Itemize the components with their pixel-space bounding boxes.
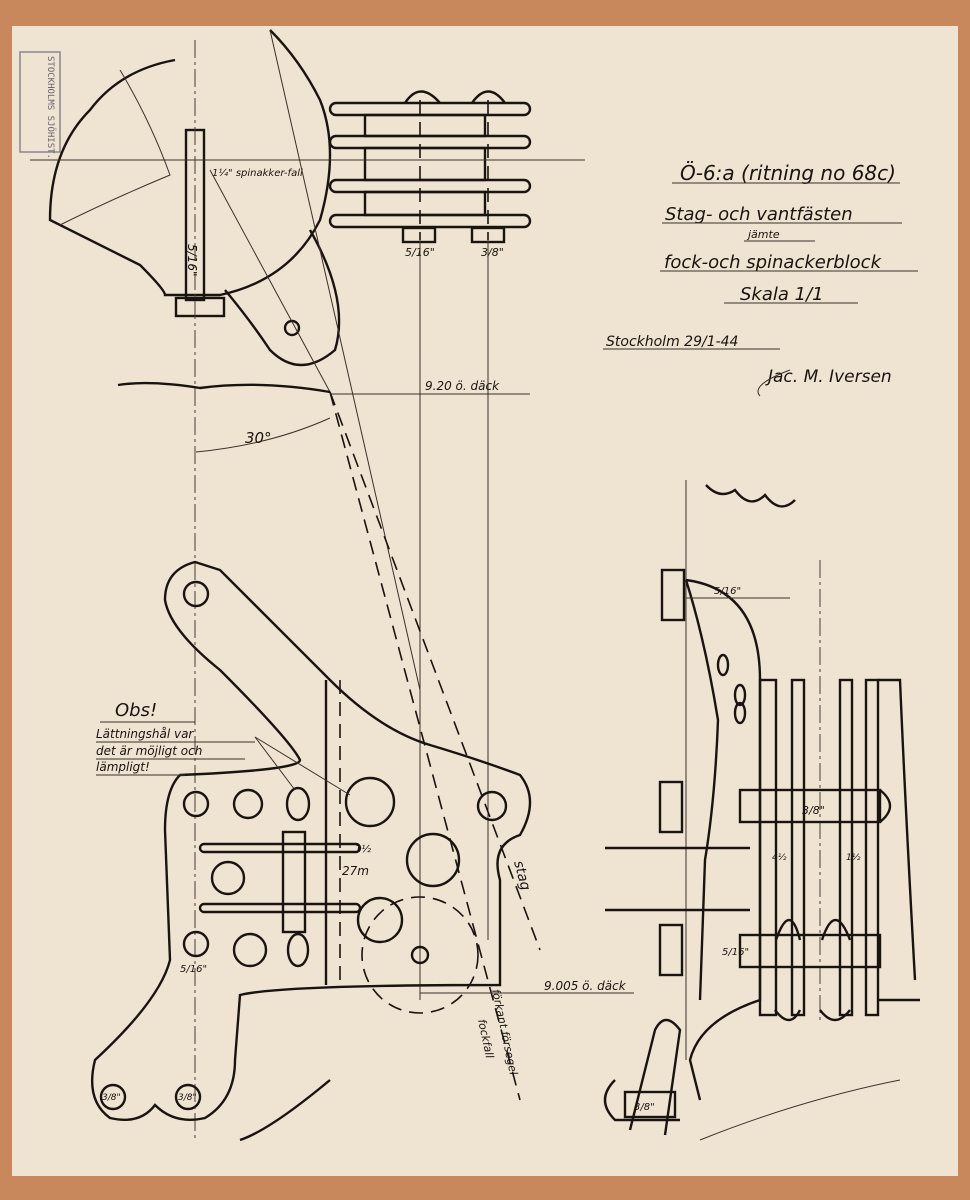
angle-arc [195, 417, 331, 453]
label-27m: 27m [342, 864, 369, 878]
label-5-16-mast: 5/16" [185, 244, 199, 276]
label-3-8-block: 3/8" [481, 246, 504, 259]
drawing-id: Ö-6:a (ritning no 68c) [680, 161, 896, 185]
label-deck-upper: 9.20 ö. däck [425, 379, 500, 393]
side-label-3-8: 3/8" [802, 804, 825, 817]
note-heading: Obs! [115, 700, 157, 721]
signature: Jac. M. Iversen [765, 367, 892, 387]
title-line2: jämte [746, 228, 780, 241]
deck-line-upper [117, 381, 331, 394]
top-view-block [30, 29, 585, 1140]
title-line1: Stag- och vantfästen [665, 204, 853, 225]
note-line1: Lättningshål var [96, 727, 194, 741]
note-line2: det är möjligt och [96, 744, 202, 758]
label-1-half: 1½ [355, 843, 371, 855]
side-label-3-8-shackle: 3/8" [634, 1102, 655, 1113]
side-label-1-half: 1½ [846, 853, 861, 863]
label-fockfall: fockfall [475, 1018, 496, 1060]
side-label-4-half: 4½ [772, 853, 787, 863]
svg-text:STOCKHOLMS SJÖHIST.: STOCKHOLMS SJÖHIST. [45, 56, 56, 159]
label-forkant-forsegel: förkant försegel [489, 988, 520, 1076]
side-label-5-16-bottom: 5/16" [722, 947, 749, 958]
archive-stamp: STOCKHOLMS SJÖHIST. [19, 51, 61, 159]
scale: Skala 1/1 [740, 284, 824, 305]
label-deck-lower: 9.005 ö. däck [544, 979, 627, 993]
label-angle: 30° [245, 429, 272, 447]
label-3-8-hole-b: 3/8" [178, 1093, 197, 1103]
title-line3: fock-och spinackerblock [664, 252, 883, 273]
label-5-16-lower: 5/16" [180, 964, 207, 975]
label-3-8-hole-a: 3/8" [102, 1093, 121, 1103]
side-label-5-16-top: 5/16" [714, 586, 741, 597]
main-fitting-plate [91, 560, 532, 1142]
label-stag: stag [510, 859, 533, 892]
lightening-holes-note: Obs! Lättningshål var det är möjligt och… [96, 700, 351, 796]
note-line3: lämpligt! [96, 760, 150, 774]
side-view-block [603, 480, 920, 1141]
sheave-stack [328, 90, 532, 244]
title-block: Ö-6:a (ritning no 68c) Stag- och vantfäs… [603, 161, 918, 397]
label-spinakker-fall: 1¼" spinakker-fall [212, 167, 303, 179]
place-date: Stockholm 29/1-44 [606, 334, 738, 350]
